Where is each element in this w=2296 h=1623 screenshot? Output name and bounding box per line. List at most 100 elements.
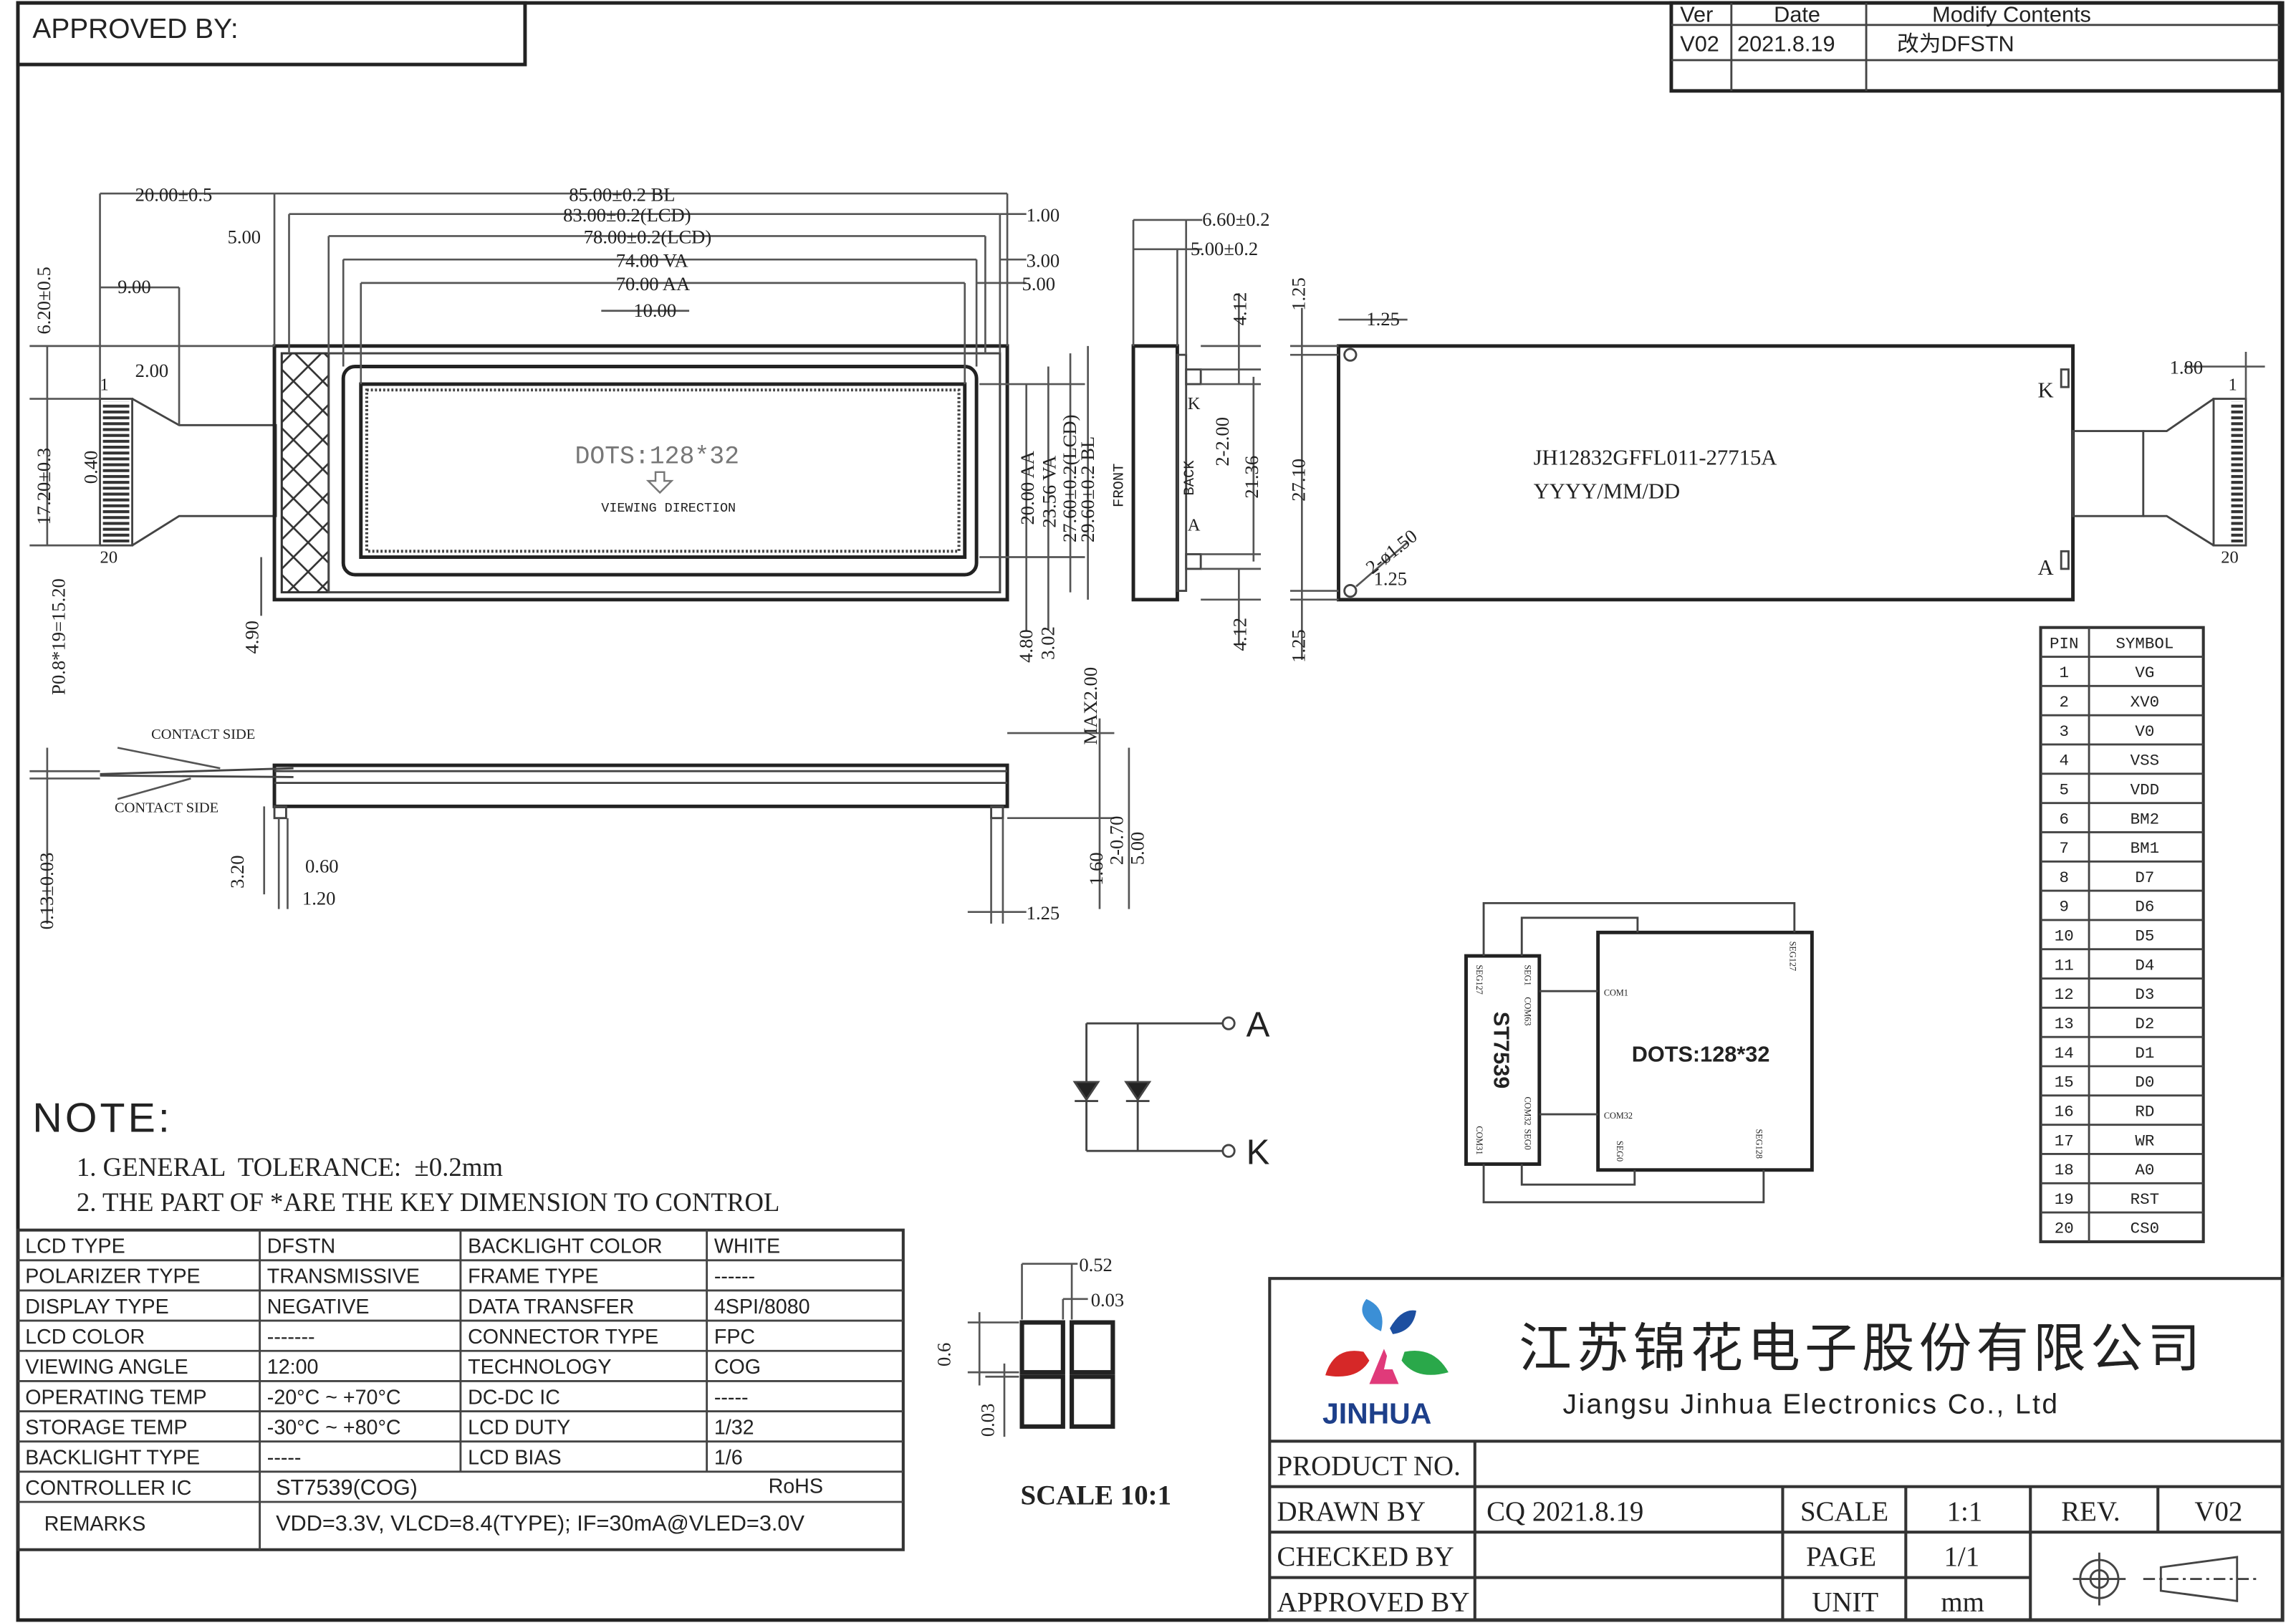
spec-label: VIEWING ANGLE (25, 1356, 188, 1379)
spec-label: LCD TYPE (25, 1235, 125, 1258)
pin-number: 17 (2055, 1131, 2074, 1150)
led-schematic: A K (1072, 1006, 1270, 1172)
dim-5-00-left: 5.00 (228, 226, 261, 248)
spec-value2: 1/6 (714, 1447, 743, 1470)
mount-hole-bottom (1343, 583, 1358, 598)
dim-78-00-lcd: 78.00±0.2(LCD) (584, 226, 711, 248)
front-view: 1 20 DOTS:128*32 VIEWING DIRECTION (29, 183, 1098, 695)
back-view: K A JH12832GFFL011-27715A YYYY/MM/DD 1 2… (1287, 277, 2265, 663)
spec-value: NEGATIVE (267, 1296, 370, 1318)
spec-label: DISPLAY TYPE (25, 1296, 168, 1318)
pin-number: 16 (2055, 1102, 2074, 1121)
pin-symbol: D0 (2135, 1073, 2154, 1092)
spec-label2: CONNECTOR TYPE (468, 1326, 658, 1349)
pin-com32-ic: COM32 (1522, 1096, 1532, 1125)
pin-number: 5 (2060, 780, 2070, 799)
spec-label: LCD COLOR (25, 1326, 145, 1349)
pin-seg128-lcd: SEG128 (1754, 1129, 1764, 1159)
viewing-area (341, 365, 979, 577)
company-name-en: Jiangsu Jinhua Electronics Co., Ltd (1563, 1389, 2060, 1419)
dim-4-80: 4.80 (1015, 629, 1037, 663)
side-outline (1131, 344, 1179, 602)
block-diagram: ST7539 DOTS:128*32 SEG127 SEG1 COM63 COM… (1464, 901, 1814, 1204)
dim-83-00-lcd: 83.00±0.2(LCD) (563, 204, 691, 226)
spec-value: ----- (267, 1447, 302, 1470)
contact-side-bottom: CONTACT SIDE (115, 800, 218, 816)
back-dim-1-25-bottom: 1.25 (1287, 629, 1309, 663)
mount-hole-top (1343, 348, 1358, 362)
side-label-back: BACK (1182, 460, 1199, 496)
dim-3-02: 3.02 (1037, 626, 1059, 660)
rev-header-date: Date (1774, 2, 1820, 27)
dim-pitch: P0.8*19=15.20 (47, 578, 69, 695)
fpc-pins-left (99, 398, 134, 547)
pin-seg0-lcd: SEG0 (1615, 1141, 1625, 1162)
contact-side-top: CONTACT SIDE (151, 727, 255, 742)
revision-table: Ver Date Modify Contents V02 2021.8.19 改… (1669, 1, 2282, 93)
side-dim-2-2-00: 2-2.00 (1211, 417, 1233, 466)
lcd-block (1596, 930, 1814, 1172)
detail-scale: SCALE 10:1 (1020, 1480, 1171, 1511)
pin-seg127-lcd: SEG127 (1788, 942, 1798, 972)
pin-symbol: A0 (2135, 1161, 2154, 1179)
pin-symbol: BM2 (2131, 810, 2160, 828)
pin-symbol: CS0 (2131, 1220, 2160, 1238)
dim-23-56-va: 23.56 VA (1039, 456, 1060, 528)
back-outline (1337, 344, 2075, 602)
pin-com31-ic: COM31 (1474, 1126, 1484, 1154)
spec-value: TRANSMISSIVE (267, 1265, 420, 1288)
dim-2-00: 2.00 (135, 360, 169, 381)
dim-74-00-va: 74.00 VA (616, 249, 688, 271)
spec-label2: FRAME TYPE (468, 1265, 598, 1288)
rev-row-date: 2021.8.19 (1737, 32, 1835, 57)
bottom-dim-0-13: 0.13±0.03 (36, 853, 57, 930)
pin-seg0-ic: SEG0 (1522, 1129, 1532, 1149)
dim-29-60-bl: 29.60±0.2 BL (1077, 436, 1098, 542)
back-dim-1-25-top: 1.25 (1287, 277, 1309, 311)
side-dim-4-12-top: 4.12 (1229, 292, 1251, 326)
spec-label2: LCD DUTY (468, 1416, 570, 1439)
title-block: JINHUA 江苏锦花电子股份有限公司 Jiangsu Jinhua Elect… (1268, 1277, 2285, 1622)
pin-symbol: V0 (2135, 722, 2154, 741)
dot-detail: 0.52 0.03 0.6 0.03 SCALE 10:1 (933, 1254, 1171, 1511)
drawn-by-label: DRAWN BY (1277, 1496, 1426, 1527)
spec-value2: FPC (714, 1326, 755, 1349)
pin-symbol: D4 (2135, 956, 2154, 975)
dim-20-00: 20.00±0.5 (135, 183, 213, 205)
pin-number: 11 (2055, 956, 2074, 975)
pin-symbol: XV0 (2131, 693, 2160, 712)
product-no-label: PRODUCT NO. (1277, 1450, 1461, 1481)
page-label: PAGE (1806, 1541, 1876, 1572)
cog-hatch-area (280, 352, 330, 594)
pin-symbol: WR (2135, 1131, 2154, 1150)
back-pin-20-label: 20 (2221, 548, 2239, 568)
pin-symbol: BM1 (2131, 839, 2160, 858)
detail-dim-0-52: 0.52 (1079, 1254, 1113, 1275)
drawn-by-value: CQ 2021.8.19 (1486, 1496, 1643, 1527)
part-number: JH12832GFFL011-27715A (1534, 446, 1777, 470)
bottom-dim-5-00: 5.00 (1126, 832, 1148, 866)
remarks-label: REMARKS (44, 1513, 146, 1536)
side-dim-5-00: 5.00±0.2 (1191, 238, 1258, 259)
dim-0-40: 0.40 (80, 451, 101, 484)
pin-table-header-pin: PIN (2050, 634, 2079, 653)
drawing-border (16, 1, 2285, 1622)
bottom-dim-1-60: 1.60 (1085, 852, 1107, 886)
side-label-front: FRONT (1112, 464, 1128, 507)
pin-number: 4 (2060, 752, 2070, 770)
pin-number: 3 (2060, 722, 2070, 741)
pin-com32-lcd: COM32 (1604, 1111, 1633, 1121)
pin-symbol: D3 (2135, 985, 2154, 1004)
notes-title: NOTE: (32, 1096, 172, 1141)
spec-label2: LCD BIAS (468, 1447, 561, 1470)
scale-label: SCALE (1800, 1496, 1888, 1527)
dim-27-60-lcd: 27.60±0.2(LCD) (1059, 415, 1080, 542)
pin-number: 14 (2055, 1044, 2074, 1063)
back-dim-1-80: 1.80 (2170, 357, 2204, 378)
spec-label: BACKLIGHT TYPE (25, 1447, 200, 1470)
approved-by-box: APPROVED BY: (16, 1, 527, 67)
back-dim-1-25-hole: 1.25 (1366, 308, 1400, 330)
remarks-value: VDD=3.3V, VLCD=8.4(TYPE); IF=30mA@VLED=3… (276, 1511, 804, 1536)
